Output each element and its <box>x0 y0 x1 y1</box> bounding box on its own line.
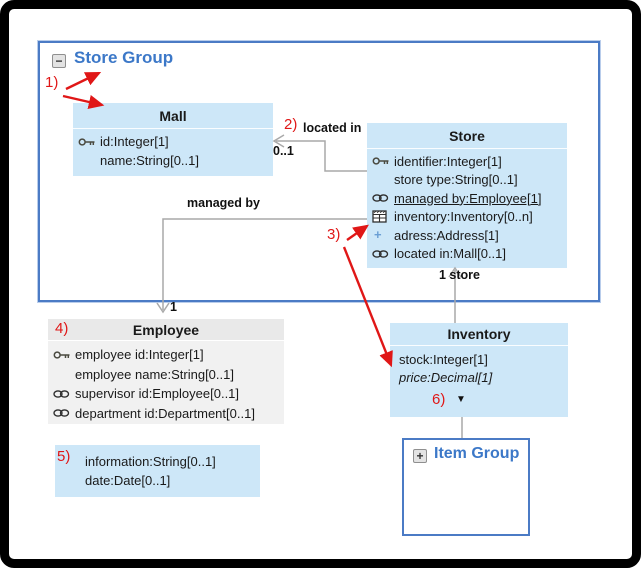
attribute-row[interactable]: id:Integer[1] <box>73 132 273 151</box>
edge-multiplicity-managed-by: 1 <box>170 300 177 314</box>
attribute-row[interactable]: name:String[0..1] <box>73 151 273 170</box>
annotation-5: 5) <box>57 448 71 465</box>
attribute-row[interactable]: employee name:String[0..1] <box>48 365 284 385</box>
attribute-row[interactable]: department id:Department[0..1] <box>48 404 284 424</box>
attribute-text: adress:Address[1] <box>394 227 499 243</box>
class-inventory[interactable]: Inventory stock:Integer[1] price:Decimal… <box>390 323 568 417</box>
edge-label-located-in: located in <box>303 121 362 135</box>
attribute-row[interactable]: identifier:Integer[1] <box>367 152 567 171</box>
attribute-row[interactable]: located in:Mall[0..1] <box>367 245 567 264</box>
chevron-down-icon[interactable]: ▼ <box>456 394 466 405</box>
attribute-row[interactable]: managed by:Employee[1] <box>367 189 567 208</box>
link-icon <box>372 193 394 203</box>
attribute-text: stock:Integer[1] <box>399 351 488 367</box>
collapse-icon[interactable]: − <box>52 54 66 68</box>
annotation-2: 2) <box>284 116 298 133</box>
key-icon <box>53 350 75 360</box>
attribute-row[interactable]: inventory:Inventory[0..n] <box>367 208 567 227</box>
attribute-text: inventory:Inventory[0..n] <box>394 209 533 225</box>
class-employee[interactable]: Employee employee id:Integer[1] employee… <box>48 319 284 424</box>
attribute-row[interactable]: store type:String[0..1] <box>367 171 567 190</box>
attribute-row[interactable]: stock:Integer[1] <box>390 350 568 369</box>
expand-icon[interactable]: + <box>413 449 427 463</box>
attribute-text: price:Decimal[1] <box>399 370 493 386</box>
key-icon <box>372 156 394 166</box>
class-store[interactable]: Store identifier:Integer[1] store type:S… <box>367 123 567 268</box>
attribute-text: date:Date[0..1] <box>85 473 171 488</box>
edge-label-store-inventory: 1 store <box>439 268 480 282</box>
edge-label-managed-by: managed by <box>187 196 260 210</box>
key-icon <box>78 137 100 147</box>
annotation-6: 6) <box>432 391 446 408</box>
attribute-text: supervisor id:Employee[0..1] <box>75 386 240 402</box>
table-icon <box>372 210 394 223</box>
attribute-text: id:Integer[1] <box>100 134 169 149</box>
attribute-text: name:String[0..1] <box>100 153 199 168</box>
item-group-container[interactable]: + Item Group <box>402 438 530 536</box>
edge-multiplicity-located-in: 0..1 <box>273 144 294 158</box>
link-icon <box>53 389 75 399</box>
attribute-text: information:String[0..1] <box>85 454 216 469</box>
class-title: Inventory <box>390 323 568 346</box>
annotation-4: 4) <box>55 320 69 337</box>
attribute-text: store type:String[0..1] <box>394 172 518 188</box>
attribute-text: located in:Mall[0..1] <box>394 246 507 262</box>
attribute-row[interactable]: employee id:Integer[1] <box>48 345 284 365</box>
annotation-1: 1) <box>45 74 59 91</box>
attribute-text: identifier:Integer[1] <box>394 153 502 169</box>
attribute-row[interactable]: price:Decimal[1] <box>390 369 568 388</box>
attribute-text: employee name:String[0..1] <box>75 366 234 382</box>
link-icon <box>372 249 394 259</box>
attribute-row[interactable]: information:String[0..1] <box>55 452 260 471</box>
attribute-row[interactable]: + adress:Address[1] <box>367 226 567 245</box>
attribute-text: employee id:Integer[1] <box>75 347 204 363</box>
info-box[interactable]: information:String[0..1] date:Date[0..1] <box>55 445 260 497</box>
class-title: Mall <box>73 103 273 129</box>
class-title: Employee <box>48 319 284 341</box>
link-icon <box>53 408 75 418</box>
annotation-3: 3) <box>327 226 341 243</box>
attribute-row[interactable]: date:Date[0..1] <box>55 471 260 490</box>
plus-icon: + <box>374 227 382 243</box>
class-mall[interactable]: Mall id:Integer[1] name:String[0..1] <box>73 103 273 176</box>
attribute-row[interactable]: supervisor id:Employee[0..1] <box>48 384 284 404</box>
store-group-title: Store Group <box>74 48 174 67</box>
item-group-title: Item Group <box>434 445 520 462</box>
attribute-text: managed by:Employee[1] <box>394 190 542 206</box>
class-title: Store <box>367 123 567 149</box>
attribute-text: department id:Department[0..1] <box>75 405 255 421</box>
